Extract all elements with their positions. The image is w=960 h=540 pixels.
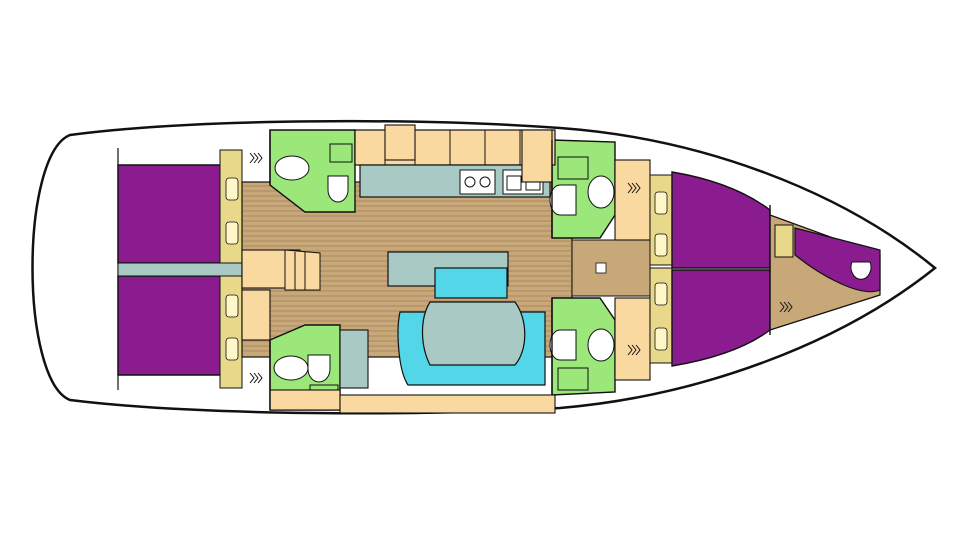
hatch-arrow-chevron bbox=[253, 372, 259, 384]
companionway-stairs-icon bbox=[284, 249, 321, 291]
head-toilet-icon bbox=[307, 175, 577, 383]
saloon-table-top bbox=[421, 301, 526, 366]
aft-cabin-divider bbox=[117, 262, 244, 277]
aft-cabin-starboard-berth bbox=[117, 275, 233, 376]
forepeak-locker bbox=[774, 224, 794, 258]
hatch-arrow-chevron bbox=[627, 182, 633, 194]
hatch-arrow-chevron bbox=[249, 152, 255, 164]
forepeak-fixture bbox=[850, 261, 872, 280]
hatch-arrow-chevron bbox=[779, 301, 785, 313]
aft-locker-cushions bbox=[225, 177, 239, 361]
hatch-arrow-chevron bbox=[635, 182, 641, 194]
forward-floor bbox=[571, 239, 651, 297]
hatch-arrows-icon bbox=[249, 152, 793, 384]
deck-fitting bbox=[595, 262, 607, 274]
saloon-bench bbox=[434, 267, 508, 299]
hatch-arrow-chevron bbox=[257, 372, 263, 384]
hatch-arrow-chevron bbox=[627, 344, 633, 356]
hatch-arrow-chevron bbox=[635, 344, 641, 356]
chart-table bbox=[339, 329, 369, 389]
hatch-arrow-chevron bbox=[783, 301, 789, 313]
hatch-arrow-chevron bbox=[631, 344, 637, 356]
head-basin-icon bbox=[273, 155, 615, 381]
forward-woodwork bbox=[614, 159, 651, 381]
hatch-arrow-chevron bbox=[787, 301, 793, 313]
forward-locker-cushions bbox=[654, 191, 668, 351]
bulkheads bbox=[269, 130, 771, 410]
saloon-woodwork bbox=[241, 124, 556, 414]
stove-icon bbox=[459, 169, 496, 195]
hatch-arrow-chevron bbox=[249, 372, 255, 384]
aft-cabin-port-berth bbox=[117, 164, 233, 264]
aft-locker-starboard bbox=[219, 275, 243, 389]
hatch-arrow-chevron bbox=[253, 152, 259, 164]
hatch-arrow-chevron bbox=[257, 152, 263, 164]
aft-locker-port bbox=[219, 149, 243, 264]
hatch-arrow-chevron bbox=[631, 182, 637, 194]
